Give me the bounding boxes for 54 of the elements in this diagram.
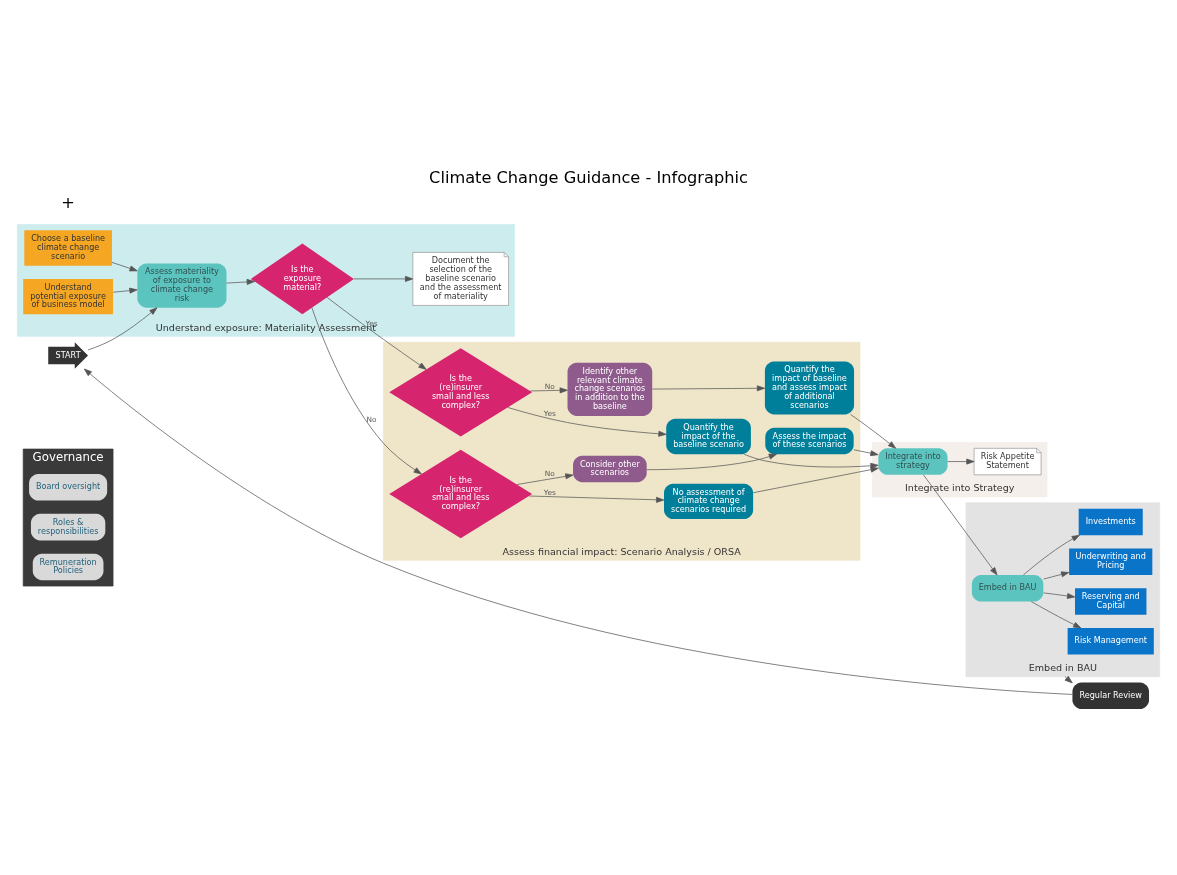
arrow xyxy=(111,261,138,271)
arrow xyxy=(923,474,998,575)
label: + xyxy=(61,192,75,212)
arrow xyxy=(528,495,665,503)
node-box: Board oversight xyxy=(29,473,108,501)
arrow xyxy=(516,472,574,485)
node-box: Identify other relevant climate change scenarios in addition to the baseline xyxy=(567,362,653,416)
node-box: Reserving and Capital xyxy=(1075,587,1147,615)
arrow xyxy=(353,275,414,282)
edge-label: No xyxy=(544,381,555,391)
arrow xyxy=(226,278,255,285)
diagram-title: Climate Change Guidance - Infographic xyxy=(429,167,748,187)
node-box: Risk Management xyxy=(1067,627,1154,655)
edge-label: Yes xyxy=(543,408,556,418)
node-box: Consider other scenarios xyxy=(573,455,647,482)
arrow xyxy=(1023,534,1080,575)
arrow xyxy=(112,287,138,294)
arrow xyxy=(752,466,879,493)
arrow xyxy=(743,453,879,469)
node-box: Understand potential exposure of business model xyxy=(23,278,114,314)
node-box: Embed in BAU xyxy=(971,574,1044,601)
node-diamond: Is the (re)insurer small and less complex? xyxy=(389,449,533,538)
edge-label: No xyxy=(544,468,555,478)
edge-label: Yes xyxy=(543,487,556,497)
node-box: Roles & responsibilities xyxy=(30,513,106,540)
node-box: Choose a baseline climate change scenario xyxy=(24,229,112,266)
arrow xyxy=(853,448,879,456)
node-box: Regular Review xyxy=(1072,682,1149,709)
node-box: Assess the impact of these scenarios xyxy=(765,427,854,454)
arrow xyxy=(311,306,422,474)
arrow xyxy=(1030,600,1082,628)
node-box: Quantify the impact of baseline and assess impact of additional scenarios xyxy=(764,360,855,414)
node-box: Assess materiality of exposure to climate change risk xyxy=(137,262,227,308)
arrow xyxy=(850,413,897,449)
node-box: Integrate into strategy xyxy=(878,447,948,475)
node-box: Underwriting and Pricing xyxy=(1069,548,1153,575)
arrow xyxy=(529,386,568,393)
arrow xyxy=(947,458,975,464)
arrow xyxy=(507,406,667,437)
arrow xyxy=(1043,570,1070,579)
node-diamond: Is the exposure material? xyxy=(250,243,354,314)
arrow xyxy=(87,306,158,350)
edge-label: No xyxy=(366,414,377,424)
arrow xyxy=(1064,675,1073,683)
arrow xyxy=(326,296,427,370)
arrow xyxy=(652,384,765,391)
arrow xyxy=(1043,592,1076,599)
node-box: No assessment of climate change scenarios required xyxy=(664,483,754,519)
node-box: Remuneration Policies xyxy=(32,553,104,580)
node-diamond: Is the (re)insurer small and less complex? xyxy=(389,347,533,437)
arrow xyxy=(83,368,1073,695)
arrow xyxy=(646,453,777,470)
node-box: Quantify the impact of the baseline scenario xyxy=(666,418,751,454)
node-box: Investments xyxy=(1078,508,1143,535)
